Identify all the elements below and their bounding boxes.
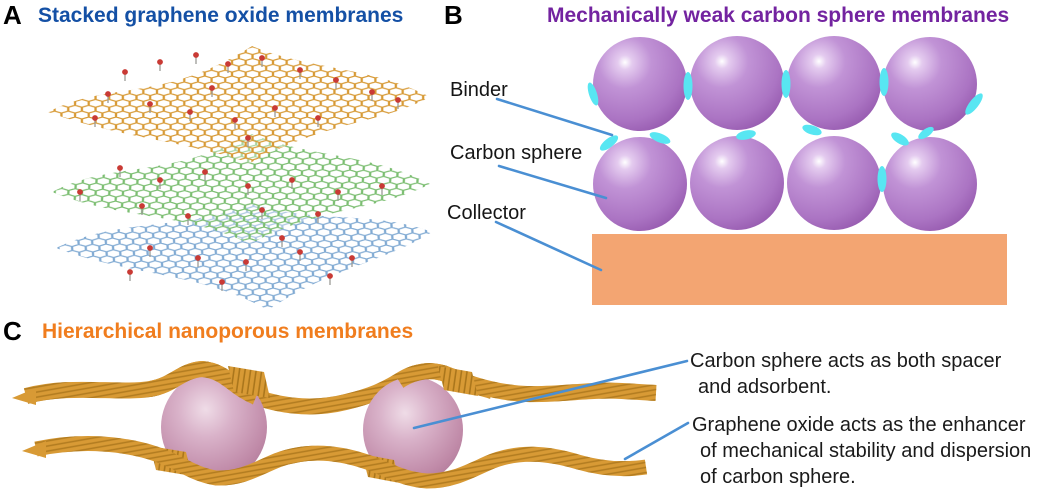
carbon-sphere-leader-line bbox=[497, 164, 608, 200]
go-ribbon-top bbox=[12, 360, 657, 415]
panel-b-letter: B bbox=[444, 0, 463, 30]
note1-leader-line bbox=[412, 359, 689, 430]
carbon-spheres bbox=[593, 36, 977, 231]
note-line: Graphene oxide acts as the enhancer bbox=[692, 414, 1026, 436]
carbon-sphere bbox=[883, 37, 977, 131]
carbon-sphere bbox=[593, 37, 687, 131]
note-graphene-oxide: Graphene oxide acts as the enhancer of m… bbox=[692, 412, 1031, 490]
carbon-sphere bbox=[690, 36, 784, 130]
collector-leader-line bbox=[494, 220, 603, 272]
hierarchical-membrane-illustration bbox=[12, 359, 690, 489]
collector-rect bbox=[592, 234, 1007, 305]
carbon-sphere bbox=[593, 137, 687, 231]
wrapped-carbon-sphere bbox=[363, 377, 463, 483]
binder-patch bbox=[965, 93, 983, 115]
graphene-sheet-green bbox=[52, 134, 430, 244]
panel-a-letter: A bbox=[3, 0, 22, 30]
carbon-sphere bbox=[883, 137, 977, 231]
carbon-sphere-label: Carbon sphere bbox=[450, 142, 583, 164]
oxide-functional-groups bbox=[77, 52, 401, 291]
collector-label: Collector bbox=[447, 202, 526, 224]
binder-patch bbox=[891, 132, 909, 146]
note-line: of mechanical stability and dispersion bbox=[700, 440, 1032, 462]
go-ribbon-bottom bbox=[22, 436, 648, 489]
panel-c-title: Hierarchical nanoporous membranes bbox=[42, 320, 414, 343]
binder-patch bbox=[683, 72, 693, 100]
panel-a-title: Stacked graphene oxide membranes bbox=[38, 4, 404, 27]
binder-patches bbox=[587, 68, 983, 192]
carbon-sphere bbox=[690, 136, 784, 230]
wrapped-carbon-sphere bbox=[161, 372, 267, 482]
graphene-oxide-stack-illustration bbox=[48, 46, 432, 310]
note-line: and adsorbent. bbox=[698, 376, 832, 398]
panel-b-title: Mechanically weak carbon sphere membrane… bbox=[547, 4, 1010, 27]
note-carbon-sphere: Carbon sphere acts as both spacer and ad… bbox=[690, 348, 1001, 400]
binder-patch bbox=[736, 130, 756, 140]
carbon-sphere bbox=[787, 36, 881, 130]
binder-patch bbox=[877, 166, 887, 192]
binder-patch bbox=[587, 82, 599, 106]
binder-patch bbox=[802, 124, 822, 136]
binder-patch bbox=[879, 68, 889, 96]
binder-leader-line bbox=[495, 97, 614, 137]
binder-patch bbox=[649, 132, 671, 144]
binder-patch bbox=[781, 70, 791, 98]
binder-label: Binder bbox=[450, 79, 508, 101]
graphene-sheet-blue bbox=[56, 204, 432, 310]
note-line: of carbon sphere. bbox=[700, 466, 856, 488]
binder-patch bbox=[918, 126, 934, 140]
binder-patch bbox=[599, 135, 619, 151]
note2-leader-line bbox=[623, 421, 690, 461]
note-line: Carbon sphere acts as both spacer bbox=[690, 350, 1002, 372]
graphene-sheet-orange bbox=[48, 46, 430, 163]
carbon-sphere-membrane-illustration bbox=[494, 36, 1007, 305]
panel-c-letter: C bbox=[3, 316, 22, 346]
carbon-sphere bbox=[787, 136, 881, 230]
